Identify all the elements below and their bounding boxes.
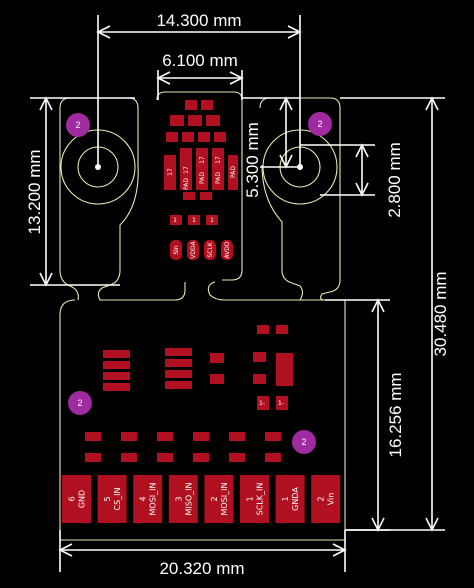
pad-label: SCLK <box>207 241 214 257</box>
connector-pin <box>62 475 91 523</box>
connector-pin-num: 4 <box>139 496 148 501</box>
connector-pin-num: 5 <box>103 496 112 501</box>
connector-pin-num: 6 <box>68 496 77 501</box>
upper-pads: 17 17 17 17 PAD PAD PAD PAD Sin VDDA SCL… <box>164 100 238 260</box>
dim-small-height-label: 2.800 mm <box>385 142 404 218</box>
connector-pin-name: SCLK_IN <box>256 483 265 516</box>
pad-label: Sin <box>173 245 180 254</box>
via-label: 2 <box>77 398 82 408</box>
connector-pin-name: CS_IN <box>113 487 122 510</box>
pad-label: AVDD <box>224 241 231 258</box>
via-marker <box>66 113 90 137</box>
connector-pin-name: MOSI_IN <box>220 482 229 515</box>
via-marker <box>292 430 316 454</box>
via-marker <box>308 112 332 136</box>
via-label: 2 <box>301 437 306 447</box>
pad-label: 1 <box>173 217 177 224</box>
connector-pin-name: MOSI_IN <box>149 482 158 515</box>
dimension-inner-width: 6.100 mm <box>156 51 244 100</box>
connector-pin-num: 3 <box>174 496 183 501</box>
connector-pin <box>168 475 198 523</box>
dim-top-width-label: 14.300 mm <box>156 11 241 30</box>
connector-pin-num: 1 <box>246 496 255 501</box>
vias: 2 2 2 2 <box>66 112 332 454</box>
pad-label: 1- <box>259 400 265 407</box>
via-marker <box>68 391 92 415</box>
dimension-hole-offset: 5.300 mm <box>242 96 300 198</box>
connector-pin-num: 2 <box>317 496 326 501</box>
pad-label: PAD <box>230 166 237 178</box>
pad-label: VDDA <box>190 240 197 258</box>
via-label: 2 <box>317 119 322 129</box>
connector-pin-name: GNDA <box>291 487 300 511</box>
dim-inner-width-label: 6.100 mm <box>162 51 238 70</box>
connector-pin-name: GND <box>78 490 87 508</box>
dim-left-height-label: 13.200 mm <box>25 149 44 234</box>
pad-label: PAD <box>183 178 190 190</box>
dim-right-height-label: 30.480 mm <box>431 271 450 356</box>
connector-pin <box>97 475 127 523</box>
dimension-top-width: 14.300 mm <box>96 11 302 165</box>
pad-label: 17 <box>167 168 174 176</box>
pad-label: 1 <box>210 217 214 224</box>
pad-label: 17 <box>215 156 222 164</box>
connector-pin <box>133 475 163 523</box>
pad-label: 17 <box>199 156 206 164</box>
dim-mid-height-label: 16.256 mm <box>386 372 405 457</box>
connector-pin-num: 1 <box>281 496 290 501</box>
connector-pin-name: MISO_IN <box>184 482 193 515</box>
pad-label: PAD <box>215 172 222 184</box>
connector-pin-num: 2 <box>210 496 219 501</box>
dimension-left-height: 13.200 mm <box>25 96 135 287</box>
dim-bottom-width-label: 20.320 mm <box>159 559 244 578</box>
dimension-small-height: 2.800 mm <box>300 142 404 218</box>
pad-label: 17 <box>183 166 190 174</box>
pad-label: PAD <box>199 172 206 184</box>
connector-pin <box>204 475 234 523</box>
dimension-bottom-width: 20.320 mm <box>58 530 347 578</box>
connector-pin <box>311 475 341 523</box>
dim-hole-offset-label: 5.300 mm <box>243 122 262 198</box>
pad-label: 1 <box>192 217 196 224</box>
dimension-mid-height: 16.256 mm <box>325 298 405 532</box>
lower-pads: 1 1 1 1- 1- <box>85 217 293 462</box>
connector-pin <box>240 475 269 523</box>
connector-pin-name: Vin <box>327 493 336 506</box>
pad-label: 1- <box>278 400 284 407</box>
dimension-right-height: 30.480 mm <box>340 96 450 532</box>
connector-pin <box>275 475 305 523</box>
via-label: 2 <box>75 120 80 130</box>
